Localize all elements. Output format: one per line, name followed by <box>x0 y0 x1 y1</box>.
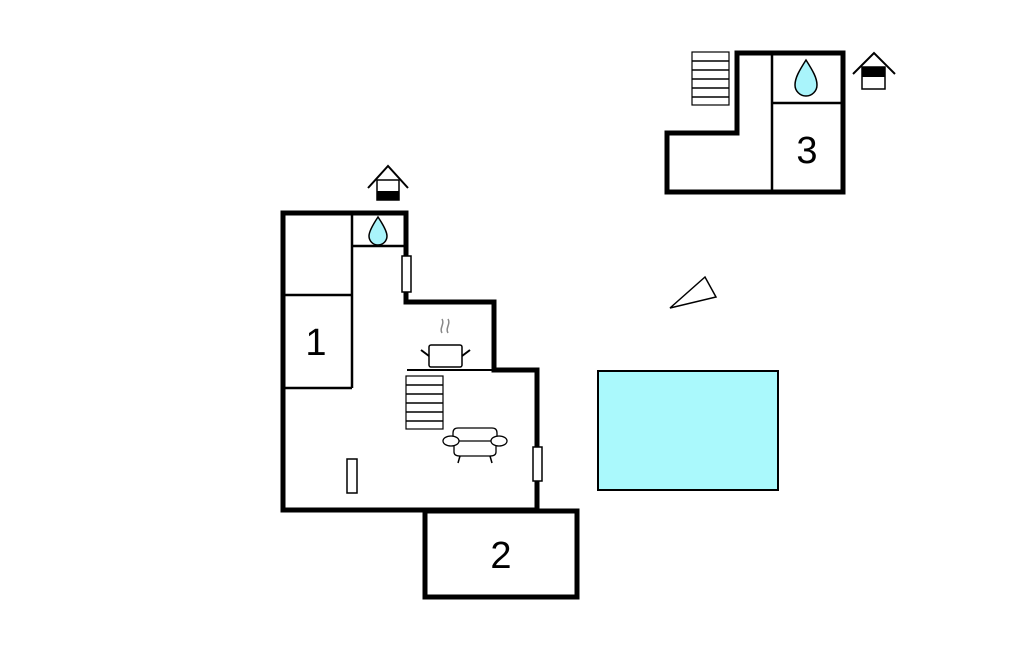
window <box>532 446 543 482</box>
cooking-pot-icon <box>420 318 471 368</box>
room-3-label: 3 <box>796 130 817 172</box>
swimming-pool <box>597 370 779 491</box>
stairs-icon <box>405 375 444 430</box>
room-2-walls <box>422 508 580 600</box>
sofa-icon <box>442 427 508 464</box>
water-drop-icon <box>368 215 388 246</box>
water-drop-icon <box>794 58 818 97</box>
compass-north-icon <box>669 275 718 309</box>
house-entrance-icon <box>852 51 896 90</box>
stairs-icon <box>691 51 730 106</box>
window <box>401 255 412 293</box>
upper-floor-walls <box>664 50 846 195</box>
main-floor: 1 <box>280 164 580 600</box>
upper-floor: 3 <box>664 50 896 195</box>
room-1-label: 1 <box>305 322 326 364</box>
house-entrance-icon <box>367 164 409 201</box>
fireplace <box>346 458 358 494</box>
room-2-label: 2 <box>490 535 511 577</box>
